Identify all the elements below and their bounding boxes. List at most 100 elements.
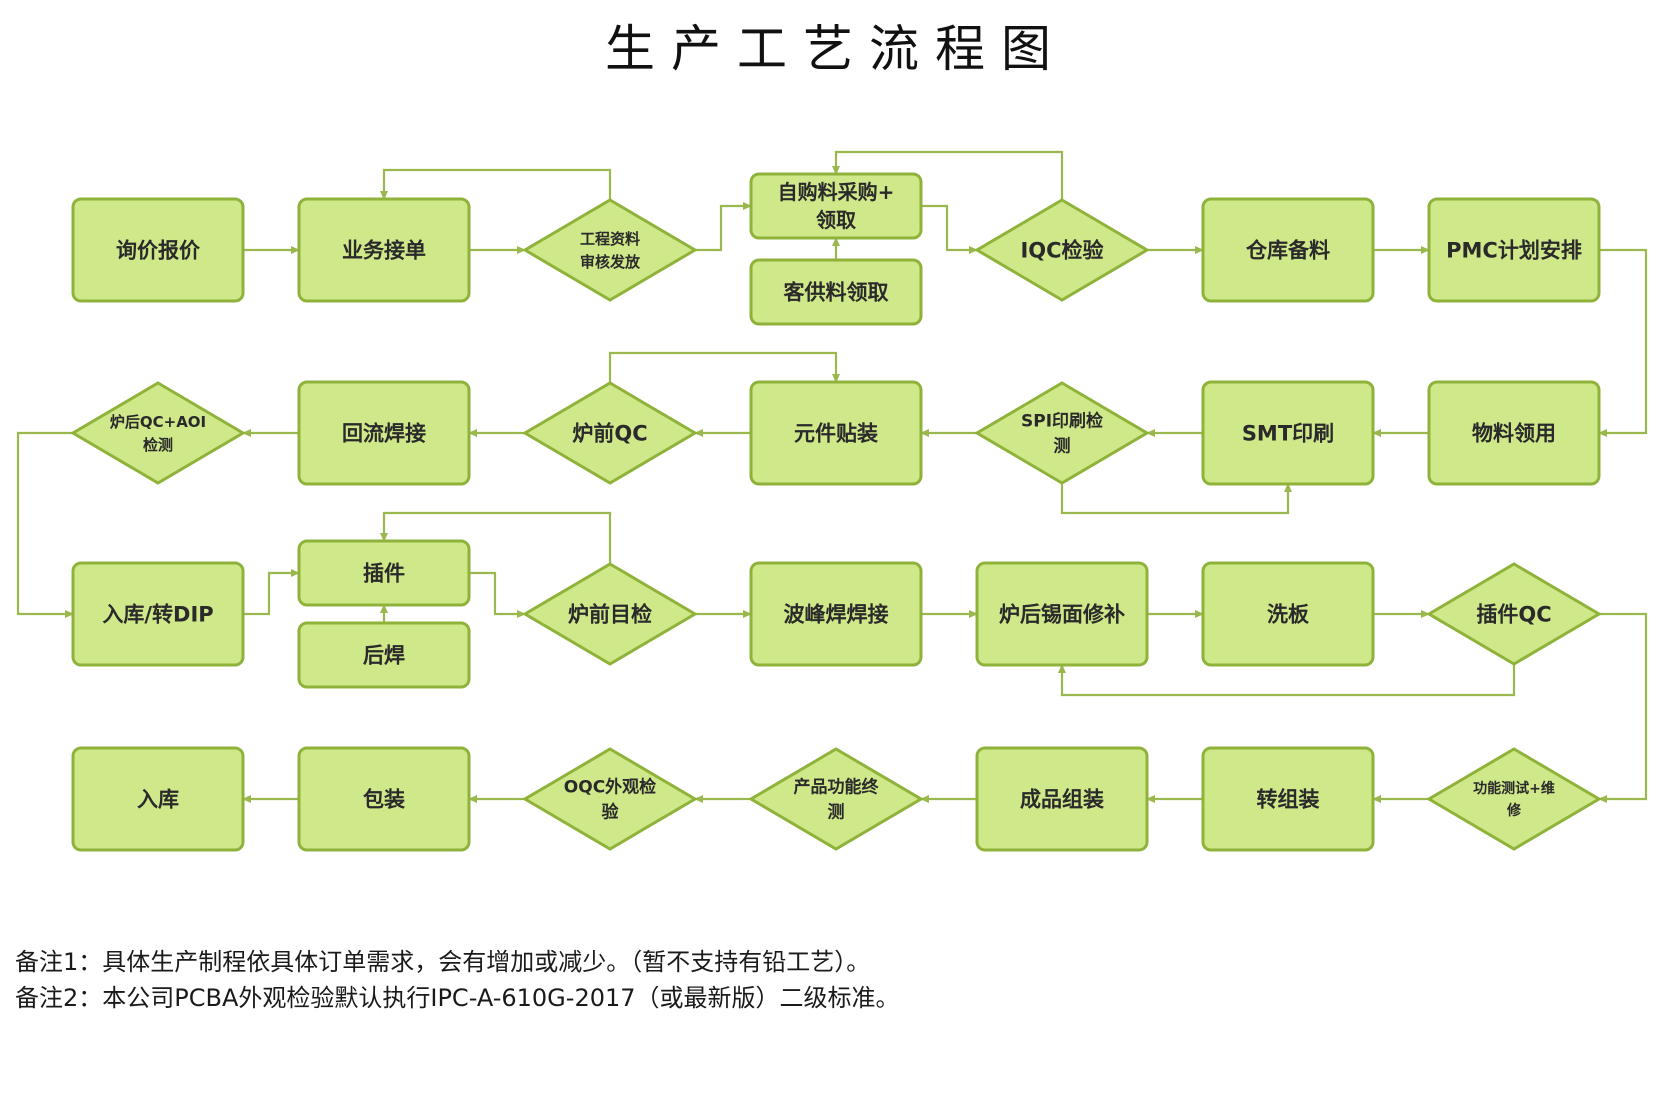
- process-box: [1427, 197, 1601, 303]
- flow-node-n26: 成品组装: [975, 746, 1149, 852]
- flow-node-n9: 物料领用: [1427, 380, 1601, 486]
- decision-diamond: [974, 381, 1150, 485]
- decision-diamond: [748, 747, 924, 851]
- flow-node-n12: 元件贴装: [749, 380, 923, 486]
- flow-node-n2: 业务接单: [297, 197, 471, 303]
- connector-n4-n6: [921, 204, 978, 254]
- process-box: [71, 197, 245, 303]
- node-label: 业务接单: [342, 239, 426, 263]
- node-label: 插件QC: [1476, 603, 1551, 627]
- node-label: 炉前QC: [572, 422, 647, 446]
- node-label: 工程资料审核发放: [580, 230, 641, 271]
- node-label: 入库: [137, 788, 179, 812]
- flow-node-n20: 波峰焊焊接: [749, 561, 923, 667]
- flow-node-n4: 自购料采购+领取: [749, 172, 923, 240]
- decision-diamond: [70, 381, 246, 485]
- flow-node-n29: 包装: [297, 746, 471, 852]
- node-label: 产品功能终测: [794, 777, 880, 823]
- node-label: 物料领用: [1472, 422, 1556, 446]
- process-box: [975, 746, 1149, 852]
- connector-n8-n9: [1598, 248, 1648, 437]
- flow-node-n5: 客供料领取: [749, 258, 923, 326]
- flow-node-n14: 回流焊接: [297, 380, 471, 486]
- node-label: 插件: [363, 562, 405, 586]
- process-box: [975, 561, 1149, 667]
- process-box: [749, 561, 923, 667]
- node-label: 炉后锡面修补: [999, 603, 1125, 627]
- flow-node-n8: PMC计划安排: [1427, 197, 1601, 303]
- process-box: [749, 380, 923, 486]
- node-label: 包装: [363, 788, 405, 812]
- node-label: 元件贴装: [794, 422, 878, 446]
- connector-n3-n4: [695, 202, 752, 252]
- flow-node-n23: 插件QC: [1426, 562, 1602, 666]
- flow-node-n17: 插件: [297, 539, 471, 607]
- flow-node-n10: SMT印刷: [1201, 380, 1375, 486]
- flow-node-n22: 洗板: [1201, 561, 1375, 667]
- node-label: 自购料采购+领取: [778, 180, 895, 232]
- node-label: SMT印刷: [1242, 422, 1334, 446]
- flow-node-n25: 转组装: [1201, 746, 1375, 852]
- connector-n13-n12: [608, 351, 840, 383]
- process-box: [297, 539, 471, 607]
- process-box: [1427, 380, 1601, 486]
- connector-n23-n21: [1058, 664, 1516, 697]
- node-label: 入库/转DIP: [102, 603, 213, 627]
- node-label: 转组装: [1257, 788, 1320, 812]
- process-box: [1201, 197, 1375, 303]
- process-box: [1201, 380, 1375, 486]
- connector-n16-n17: [243, 569, 300, 616]
- process-box: [297, 621, 471, 689]
- connector-n11-n10: [1060, 483, 1292, 515]
- process-box: [71, 746, 245, 852]
- process-box: [749, 258, 923, 326]
- node-label: PMC计划安排: [1446, 239, 1582, 263]
- node-label: 客供料领取: [784, 281, 889, 305]
- process-box: [297, 197, 471, 303]
- connector-n19-n17: [380, 511, 612, 564]
- node-label: SPI印刷检测: [1021, 411, 1103, 457]
- process-box: [297, 746, 471, 852]
- connector-n3-n2: [380, 168, 612, 200]
- process-box: [71, 561, 245, 667]
- flow-node-n16: 入库/转DIP: [71, 561, 245, 667]
- flow-node-n3: 工程资料审核发放: [522, 198, 698, 302]
- notes: 备注1：具体生产制程依具体订单需求，会有增加或减少。（暂不支持有铅工艺）。 备注…: [15, 944, 1655, 1016]
- node-label: 炉前目检: [568, 603, 652, 627]
- flow-node-n19: 炉前目检: [522, 562, 698, 666]
- decision-diamond: [522, 198, 698, 302]
- note-1: 备注1：具体生产制程依具体订单需求，会有增加或减少。（暂不支持有铅工艺）。: [15, 948, 871, 976]
- node-label: 回流焊接: [342, 422, 426, 446]
- flow-node-n24: 功能测试+维修: [1426, 747, 1602, 851]
- decision-diamond: [974, 198, 1150, 302]
- connector-n17-n19: [469, 571, 526, 618]
- flow-node-n1: 询价报价: [71, 197, 245, 303]
- page-title: 生产工艺流程图: [605, 20, 1067, 78]
- flow-node-n28: OQC外观检验: [522, 747, 698, 851]
- connector-n23-n24: [1598, 612, 1648, 803]
- node-label: IQC检验: [1020, 239, 1103, 263]
- flow-node-n21: 炉后锡面修补: [975, 561, 1149, 667]
- node-label: 功能测试+维修: [1473, 780, 1555, 819]
- decision-diamond: [1426, 747, 1602, 851]
- process-box: [1201, 561, 1375, 667]
- process-box: [1201, 746, 1375, 852]
- decision-diamond: [522, 381, 698, 485]
- flow-node-n7: 仓库备料: [1201, 197, 1375, 303]
- node-label: 后焊: [363, 644, 405, 668]
- flow-node-n30: 入库: [71, 746, 245, 852]
- decision-diamond: [1426, 562, 1602, 666]
- node-label: 仓库备料: [1245, 239, 1330, 263]
- node-label: 洗板: [1267, 603, 1310, 627]
- flow-node-n6: IQC检验: [974, 198, 1150, 302]
- node-label: 询价报价: [116, 239, 201, 263]
- decision-diamond: [522, 747, 698, 851]
- decision-diamond: [522, 562, 698, 666]
- node-label: OQC外观检验: [564, 777, 656, 823]
- flow-node-n11: SPI印刷检测: [974, 381, 1150, 485]
- note-2: 备注2：本公司PCBA外观检验默认执行IPC-A-610G-2017（或最新版）…: [15, 984, 900, 1012]
- connector-n6-n4: [832, 150, 1064, 200]
